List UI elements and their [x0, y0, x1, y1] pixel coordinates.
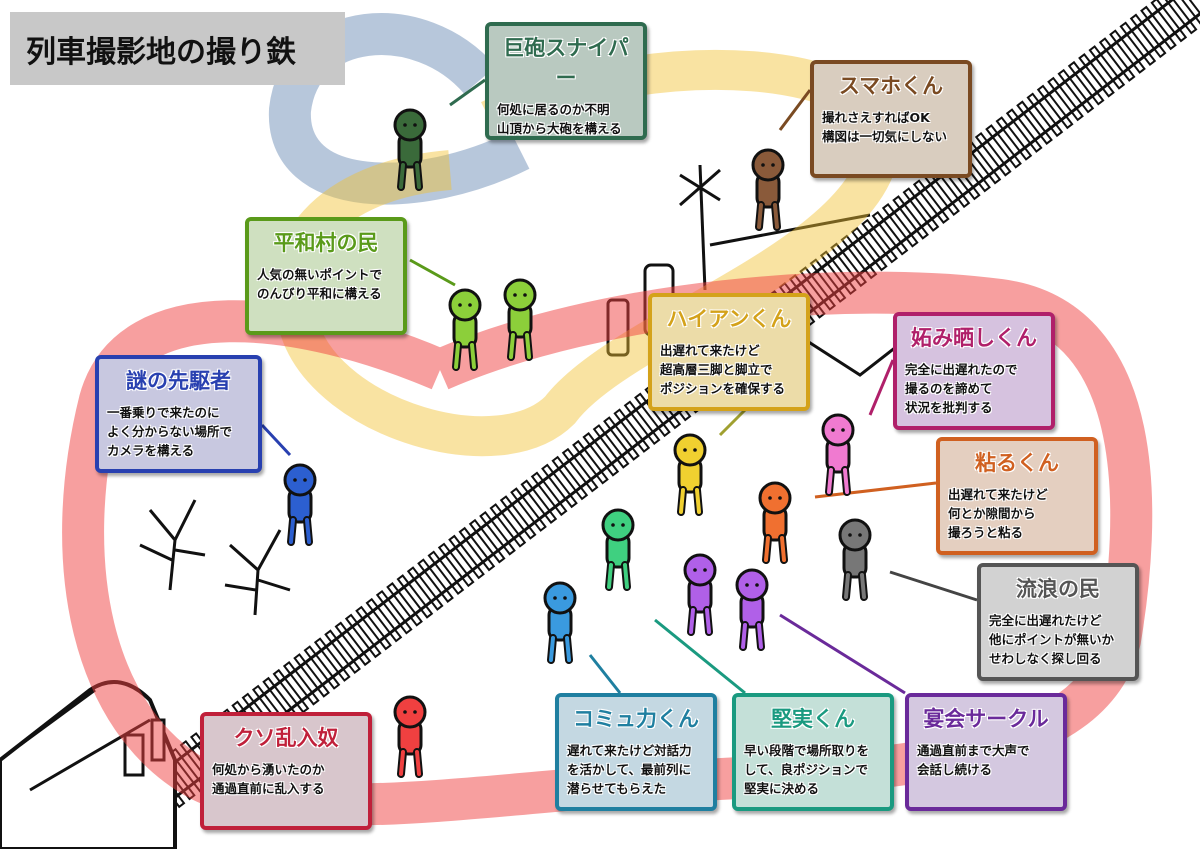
box-line: 堅実に決める	[744, 781, 820, 796]
box-line: 通過直前に乱入する	[212, 781, 325, 796]
box-line: 出遅れて来たけど	[948, 487, 1048, 502]
figure-intruder	[393, 695, 427, 778]
figure-persistent	[758, 481, 792, 564]
figure-steady	[601, 508, 635, 591]
box-line: を活かして、最前列に	[567, 762, 692, 777]
box-title: 妬み晒しくん	[911, 326, 1037, 350]
label-box-mysterious-pioneer: 謎の先駆者一番乗りで来たのによく分からない場所でカメラを構える	[95, 355, 262, 473]
box-line: 何処から湧いたのか	[212, 762, 325, 777]
box-line: 早い段階で場所取りを	[744, 743, 870, 758]
box-title: 流浪の民	[1016, 577, 1100, 601]
label-box-jealous-critic: 妬み晒しくん完全に出遅れたので撮るのを諦めて状況を批判する	[893, 312, 1055, 430]
box-title: 粘るくん	[975, 451, 1059, 475]
dead-trees	[139, 499, 291, 616]
box-title: 謎の先駆者	[126, 369, 231, 393]
box-line: 通過直前まで大声で	[917, 743, 1030, 758]
label-box-intruder: クソ乱入奴何処から湧いたのか通過直前に乱入する	[200, 712, 372, 830]
box-line: 出遅れて来たけど	[660, 343, 760, 358]
label-box-steady: 堅実くん早い段階で場所取りをして、良ポジションで堅実に決める	[732, 693, 894, 811]
blue-highlight-loop	[268, 13, 530, 205]
label-box-party-circle: 宴会サークル通過直前まで大声で会話し続ける	[905, 693, 1067, 811]
box-line: 超高層三脚と脚立で	[660, 362, 773, 377]
label-box-peaceful-villagers: 平和村の民人気の無いポイントでのんびり平和に構える	[245, 217, 407, 335]
box-line: 一番乗りで来たのに	[107, 405, 220, 420]
label-box-sniper: 巨砲スナイパー何処に居るのか不明山頂から大砲を構える	[485, 22, 647, 140]
box-line: 潜らせてもらえた	[567, 781, 667, 796]
label-box-high-angle: ハイアンくん出遅れて来たけど超高層三脚と脚立でポジションを確保する	[648, 293, 810, 411]
box-line: 遅れて来たけど対話力	[567, 743, 692, 758]
figure-smartphone	[751, 148, 785, 231]
box-title: スマホくん	[838, 74, 944, 98]
figure-villager	[448, 288, 482, 371]
figure-party	[683, 553, 717, 636]
figure-villager	[503, 278, 537, 361]
box-line: 山頂から大砲を構える	[497, 121, 622, 136]
box-line: して、良ポジションで	[744, 762, 869, 777]
box-title: 宴会サークル	[923, 707, 1049, 731]
box-line: 撮れさえすればOK	[822, 110, 930, 125]
box-line: 何処に居るのか不明	[497, 102, 610, 117]
box-line: 撮ろうと粘る	[948, 525, 1024, 540]
label-box-smartphone: スマホくん撮れさえすればOK 構図は一切気にしない	[810, 60, 972, 178]
box-line: 完全に出遅れたので	[905, 362, 1018, 377]
label-box-wanderers: 流浪の民完全に出遅れたけど他にポイントが無いかせわしなく探し回る	[977, 563, 1139, 681]
box-line: 完全に出遅れたけど	[989, 613, 1102, 628]
figure-party	[735, 568, 769, 651]
box-title: 堅実くん	[771, 707, 855, 731]
figure-critic	[821, 413, 855, 496]
label-box-communicator: コミュ力くん遅れて来たけど対話力を活かして、最前列に潜らせてもらえた	[555, 693, 717, 811]
box-title: 平和村の民	[273, 231, 379, 255]
box-line: カメラを構える	[107, 443, 195, 458]
figure-high-angle	[673, 433, 707, 516]
box-title: ハイアンくん	[666, 307, 792, 331]
box-title: 巨砲スナイパー	[503, 36, 629, 90]
box-line: のんびり平和に構える	[257, 286, 382, 301]
box-title: クソ乱入奴	[233, 726, 339, 750]
box-line: 会話し続ける	[917, 762, 993, 777]
box-line: 人気の無いポイントで	[257, 267, 383, 282]
box-line: よく分からない場所で	[107, 424, 233, 439]
box-line: 何とか隙間から	[948, 506, 1036, 521]
box-line: 他にポイントが無いか	[989, 632, 1115, 647]
figure-sniper	[393, 108, 427, 191]
box-line: 撮るのを諦めて	[905, 381, 993, 396]
box-title: コミュ力くん	[573, 707, 699, 731]
figure-communicator	[543, 581, 577, 664]
box-line: せわしなく探し回る	[989, 651, 1102, 666]
box-line: 構図は一切気にしない	[822, 129, 948, 144]
figure-pioneer	[283, 463, 317, 546]
box-line: 状況を批判する	[905, 400, 993, 415]
page-title: 列車撮影地の撮り鉄	[10, 12, 345, 85]
box-line: ポジションを確保する	[660, 381, 786, 396]
figure-wanderer	[838, 518, 872, 601]
label-box-persistent: 粘るくん出遅れて来たけど何とか隙間から撮ろうと粘る	[936, 437, 1098, 555]
